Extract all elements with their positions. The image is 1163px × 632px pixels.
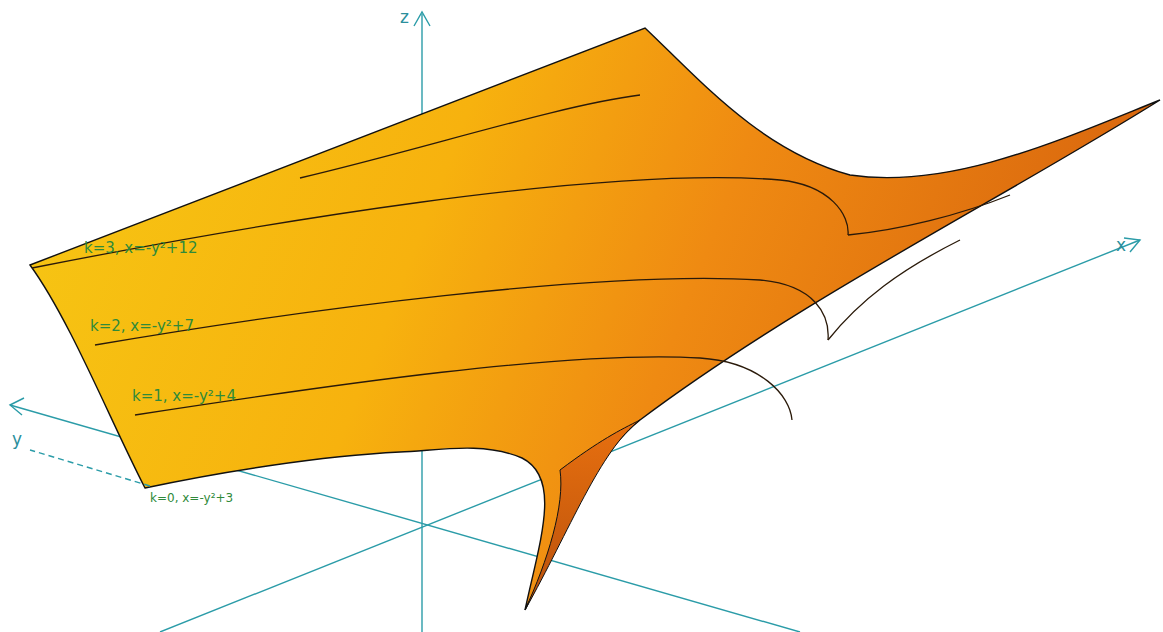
axis-label: x [1116,236,1126,255]
level-curve-label: k=2, x=-y²+7 [90,318,194,335]
level-curve-label: k=1, x=-y²+4 [132,388,236,405]
level-curve-label: k=0, x=-y²+3 [150,492,233,505]
axis-label: z [400,8,409,27]
level-curve-label: k=3, x=-y²+12 [84,240,197,257]
axis-label: y [12,430,22,449]
